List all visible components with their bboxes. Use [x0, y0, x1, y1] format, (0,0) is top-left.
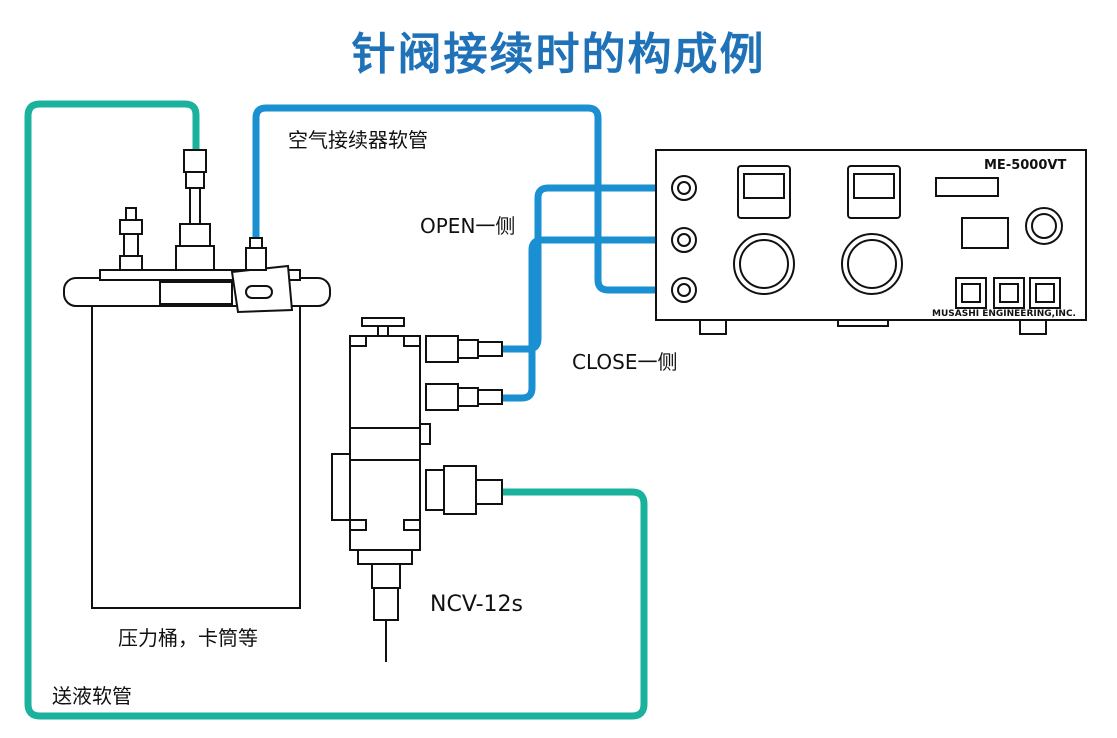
- needle-valve: [331, 317, 503, 662]
- controller-unit: [655, 149, 1087, 335]
- air-hose-close: [502, 236, 680, 402]
- air-hose-label: 空气接续器软管: [288, 128, 428, 152]
- valve-label: NCV-12s: [430, 592, 523, 617]
- air-hose-tank: [252, 104, 680, 294]
- controller-maker: MUSASHI ENGINEERING,INC.: [932, 309, 1076, 319]
- controller-model: ME-5000VT: [984, 158, 1067, 173]
- feed-hose-label: 送液软管: [52, 684, 132, 708]
- close-side-label: CLOSE一侧: [572, 350, 678, 374]
- open-side-label: OPEN一侧: [420, 214, 516, 238]
- tank-label: 压力桶，卡筒等: [118, 626, 258, 650]
- pressure-tank: [63, 149, 331, 609]
- liquid-feed-hose: [24, 100, 648, 720]
- diagram-title: 针阀接续时的构成例: [351, 29, 766, 80]
